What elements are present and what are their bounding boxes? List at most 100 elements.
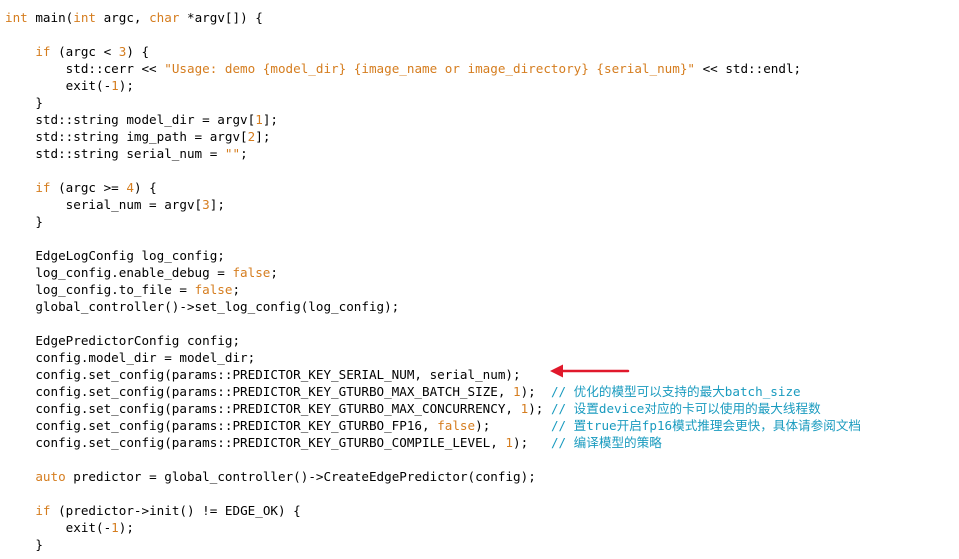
code-text: ) { — [133, 180, 157, 195]
code-text: ); — [475, 418, 551, 433]
code-text: config.model_dir = model_dir; — [5, 350, 256, 365]
code-text — [5, 469, 35, 484]
code-line[interactable]: serial_num = argv[3]; — [5, 196, 861, 213]
code-line[interactable]: if (argc < 3) { — [5, 43, 861, 60]
code-line[interactable]: config.set_config(params::PREDICTOR_KEY_… — [5, 417, 861, 434]
code-line[interactable]: config.model_dir = model_dir; — [5, 349, 861, 366]
code-line[interactable]: log_config.to_file = false; — [5, 281, 861, 298]
number-token: 1 — [111, 78, 119, 93]
code-text: << std::endl; — [694, 61, 802, 76]
code-line[interactable]: std::string serial_num = ""; — [5, 145, 861, 162]
code-text: main( — [27, 10, 74, 25]
code-text: ]; — [262, 112, 278, 127]
keyword-token: auto — [35, 469, 66, 484]
code-text: ; — [270, 265, 278, 280]
code-text: ; — [232, 282, 241, 297]
number-token: 1 — [513, 384, 521, 399]
number-token: 1 — [520, 401, 529, 416]
code-line[interactable]: EdgeLogConfig log_config; — [5, 247, 861, 264]
number-token: 1 — [111, 520, 119, 535]
code-line[interactable]: exit(-1); — [5, 77, 861, 94]
code-text: } — [5, 214, 43, 229]
code-text: std::cerr << — [5, 61, 165, 76]
code-text: config.set_config(params::PREDICTOR_KEY_… — [5, 384, 513, 399]
code-line[interactable]: EdgePredictorConfig config; — [5, 332, 861, 349]
code-line[interactable]: } — [5, 94, 861, 111]
code-line[interactable]: config.set_config(params::PREDICTOR_KEY_… — [5, 366, 861, 383]
comment-token: // 优化的模型可以支持的最大batch_size — [550, 384, 801, 399]
code-text: ]; — [255, 129, 271, 144]
code-text: (argc >= — [50, 180, 127, 195]
code-line[interactable]: int main(int argc, char *argv[]) { — [5, 9, 861, 26]
code-line[interactable]: } — [5, 536, 861, 553]
code-line[interactable]: global_controller()->set_log_config(log_… — [5, 298, 861, 315]
keyword-token: if — [35, 180, 51, 195]
keyword-token: if — [35, 503, 51, 518]
code-text: config.set_config(params::PREDICTOR_KEY_… — [5, 401, 521, 416]
code-line[interactable]: std::string img_path = argv[2]; — [5, 128, 861, 145]
code-text — [5, 503, 35, 518]
code-text — [5, 44, 35, 59]
code-text: } — [5, 537, 43, 552]
keyword-token: int — [5, 10, 28, 25]
code-text: (argc < — [50, 44, 119, 59]
keyword-token: int — [73, 10, 96, 25]
code-text: ); — [520, 384, 551, 399]
code-text: *argv[]) { — [179, 10, 263, 25]
number-token: 2 — [247, 129, 256, 144]
code-block[interactable]: int main(int argc, char *argv[]) { if (a… — [5, 9, 861, 553]
number-token: 3 — [118, 44, 127, 59]
red-arrow-icon — [550, 364, 630, 378]
code-text: ); — [513, 435, 551, 450]
code-text: (predictor->init() != EDGE_OK) { — [50, 503, 301, 518]
code-line[interactable]: config.set_config(params::PREDICTOR_KEY_… — [5, 434, 861, 451]
code-line[interactable] — [5, 315, 861, 332]
code-text: config.set_config(params::PREDICTOR_KEY_… — [5, 418, 438, 433]
code-line[interactable]: if (predictor->init() != EDGE_OK) { — [5, 502, 861, 519]
code-text: std::string serial_num = — [5, 146, 225, 161]
code-text: ; — [240, 146, 248, 161]
string-token: "" — [224, 146, 241, 161]
code-text: std::string img_path = argv[ — [5, 129, 248, 144]
code-line[interactable] — [5, 26, 861, 43]
number-token: 1 — [255, 112, 263, 127]
code-text: ) { — [126, 44, 150, 59]
code-line[interactable] — [5, 230, 861, 247]
code-line[interactable]: exit(-1); — [5, 519, 861, 536]
code-text: } — [5, 95, 43, 110]
code-line[interactable]: config.set_config(params::PREDICTOR_KEY_… — [5, 400, 861, 417]
code-line[interactable]: std::cerr << "Usage: demo {model_dir} {i… — [5, 60, 861, 77]
keyword-token: false — [437, 418, 476, 433]
code-line[interactable] — [5, 451, 861, 468]
code-text: exit(- — [5, 78, 112, 93]
code-text: log_config.to_file = — [5, 282, 195, 297]
code-text: EdgeLogConfig log_config; — [5, 248, 225, 263]
string-token: "Usage: demo {model_dir} {image_name or … — [164, 61, 695, 76]
code-text: argc, — [96, 10, 150, 25]
code-text: ]; — [209, 197, 225, 212]
number-token: 4 — [126, 180, 134, 195]
code-line[interactable]: if (argc >= 4) { — [5, 179, 861, 196]
code-line[interactable]: std::string model_dir = argv[1]; — [5, 111, 861, 128]
code-line[interactable] — [5, 485, 861, 502]
keyword-token: false — [194, 282, 233, 297]
code-text: config.set_config(params::PREDICTOR_KEY_… — [5, 435, 506, 450]
code-text: ); — [118, 520, 134, 535]
code-line[interactable] — [5, 162, 861, 179]
code-text: ); — [118, 78, 134, 93]
code-line[interactable]: } — [5, 213, 861, 230]
code-line[interactable]: config.set_config(params::PREDICTOR_KEY_… — [5, 383, 861, 400]
code-text: predictor = global_controller()->CreateE… — [65, 469, 536, 484]
code-text: exit(- — [5, 520, 112, 535]
code-text: serial_num = argv[ — [5, 197, 203, 212]
code-line[interactable]: log_config.enable_debug = false; — [5, 264, 861, 281]
code-text: config.set_config(params::PREDICTOR_KEY_… — [5, 367, 521, 382]
comment-token: // 置true开启fp16模式推理会更快，具体请参阅文档 — [550, 418, 862, 433]
code-text — [5, 180, 35, 195]
code-text: log_config.enable_debug = — [5, 265, 233, 280]
code-line[interactable]: auto predictor = global_controller()->Cr… — [5, 468, 861, 485]
keyword-token: if — [35, 44, 51, 59]
code-text: std::string model_dir = argv[ — [5, 112, 256, 127]
code-text: EdgePredictorConfig config; — [5, 333, 241, 348]
